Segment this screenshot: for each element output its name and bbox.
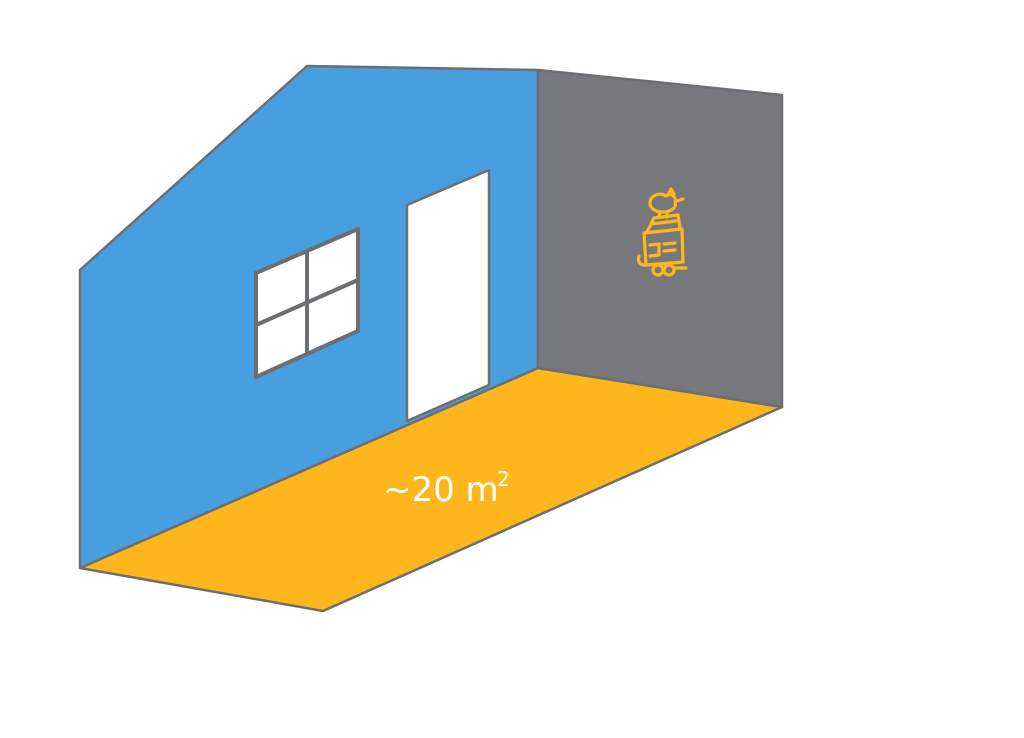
- floor-area-label: ~20 m: [383, 470, 499, 510]
- tiny-house-with-bird-logo-icon: [636, 187, 688, 277]
- door: [405, 168, 491, 423]
- back-wall: [536, 68, 784, 409]
- window-mullion-horizontal: [255, 278, 359, 327]
- floor-area-exponent: 2: [497, 467, 510, 491]
- window: [254, 227, 360, 379]
